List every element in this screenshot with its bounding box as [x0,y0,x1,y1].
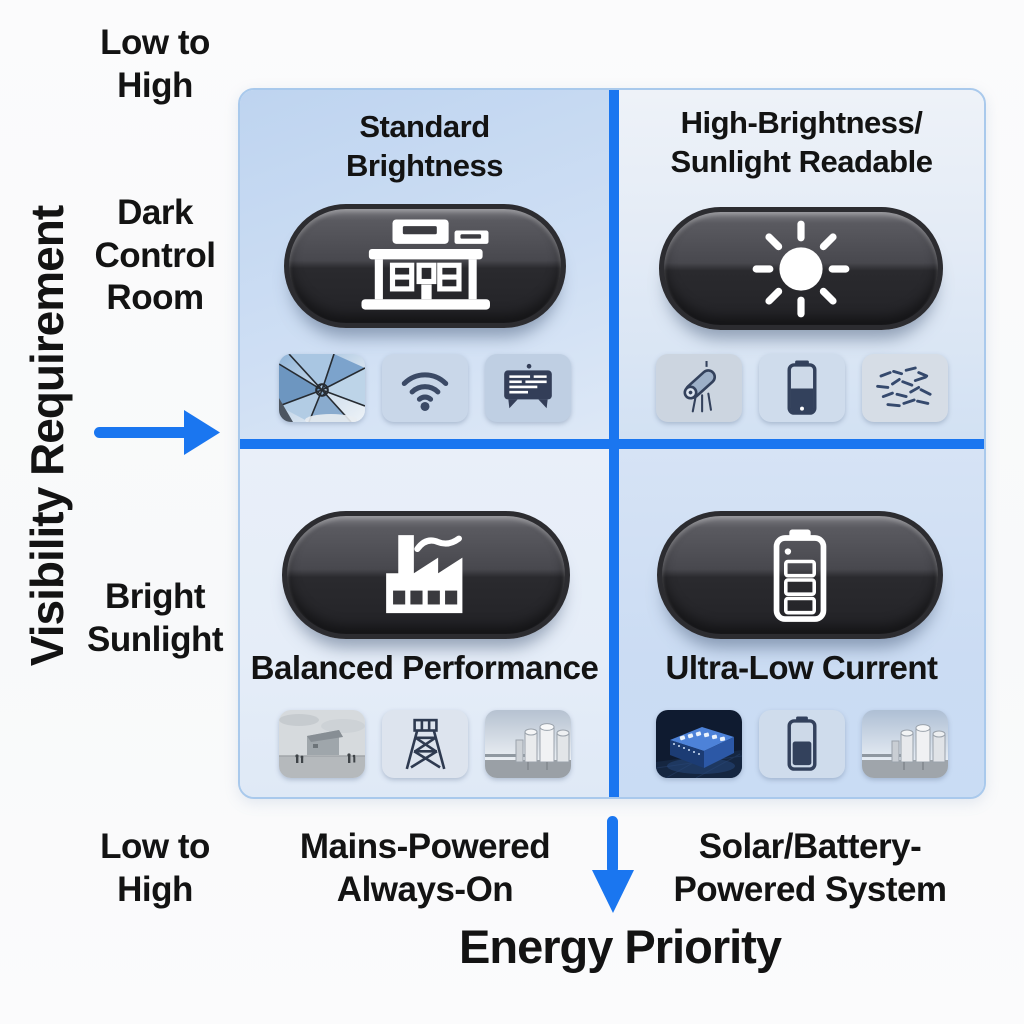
telescope-icon [655,354,742,422]
battery-level-icon [758,710,845,778]
y-axis-top-label: Dark Control Room [94,193,216,318]
storage-tanks-photo [484,710,571,778]
quadrant-title: Balanced Performance [250,649,599,686]
thumbnail-row [619,710,984,778]
quadrant-title: Ultra-Low Current [665,649,939,686]
battery-pack-photo [655,710,742,778]
balanced-performance-pill [282,511,570,639]
quadrant-ultra-low-current: Ultra-Low Current [619,449,984,797]
down-arrow-icon [592,816,634,913]
x-axis-title: Energy Priority [459,920,782,973]
display-terminal-icon [484,354,571,422]
right-arrow-icon [94,410,220,455]
horizontal-divider [240,439,984,449]
coastal-building-photo [278,710,365,778]
factory-icon [386,535,463,614]
control-building-icon [361,219,490,310]
storage-tanks-photo [861,710,948,778]
glass-atrium-photo [278,354,365,422]
matrix-panel: Standard Brightness [238,88,986,799]
y-axis-bottom-label: Bright Sunlight [87,577,223,659]
high-brightness-pill [659,207,943,330]
quadrant-balanced-performance: Balanced Performance [240,449,609,797]
quadrant-high-brightness: High-Brightness/ Sunlight Readable [619,90,984,439]
sun-icon [752,220,850,317]
thumbnail-row [240,354,609,422]
solar-array-sketch-icon [861,354,948,422]
ultra-low-current-pill [657,511,943,639]
thumbnail-row [619,354,984,422]
y-axis-scale-label: Low to High [100,23,210,105]
x-axis-right-label: Solar/Battery- Powered System [673,827,947,909]
wifi-icon [381,354,468,422]
watchtower-icon [381,710,468,778]
thumbnail-row [240,710,609,778]
quadrant-title: High-Brightness/ Sunlight Readable [670,105,933,179]
standard-brightness-pill [284,204,566,328]
quadrant-title: Standard Brightness [346,109,503,183]
x-axis-scale-label: Low to High [100,827,210,909]
device-battery-icon [758,354,845,422]
x-axis-left-label: Mains-Powered Always-On [299,827,551,909]
quadrant-standard-brightness: Standard Brightness [240,90,609,439]
battery-icon [773,529,827,622]
